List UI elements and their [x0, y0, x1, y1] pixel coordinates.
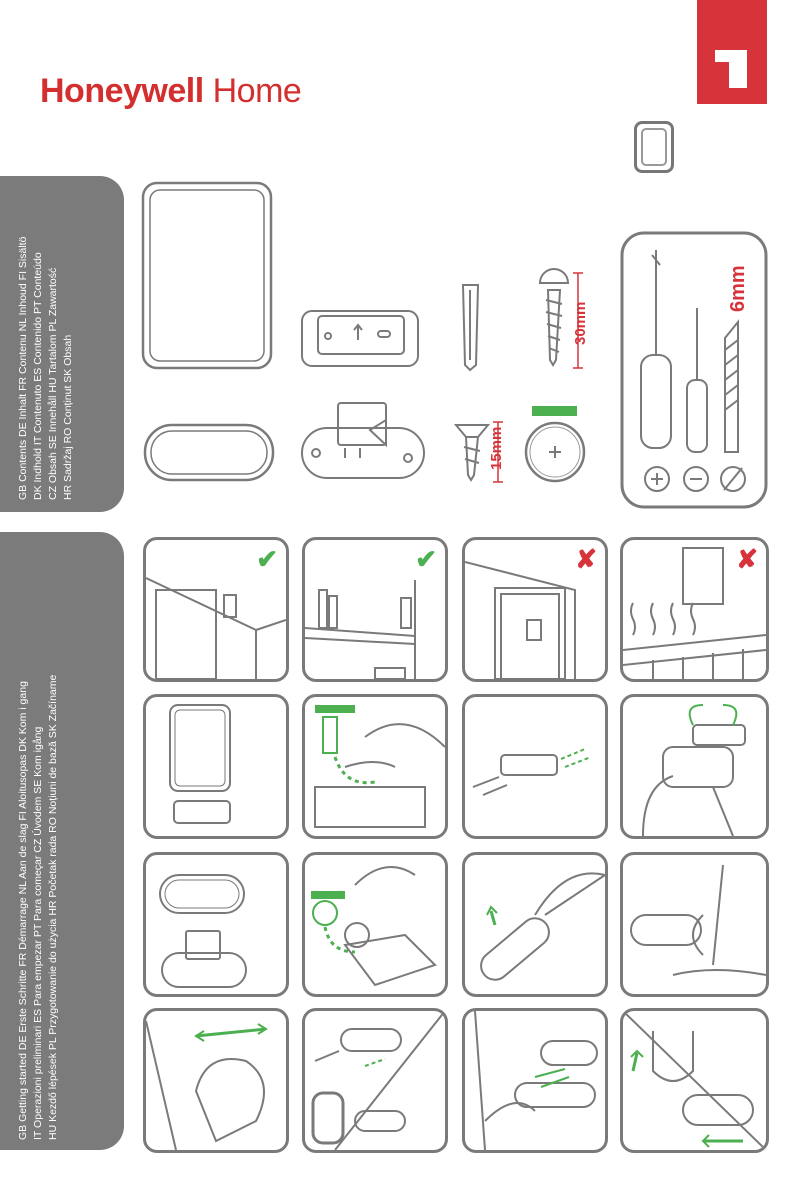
tool-type-symbols [644, 466, 746, 492]
wall-plug-icon [461, 284, 480, 372]
step-panel-10 [302, 852, 448, 997]
step-panel-14 [302, 1008, 448, 1153]
incorrect-mark-icon: ✘ [575, 544, 597, 574]
drill-bit-icon [724, 319, 739, 453]
contents-line-1: GB Contents DE Inhalt FR Contenu NL Inho… [17, 236, 29, 500]
contents-line-4: HR Sadržaj RO Conținut SK Obsah [62, 334, 74, 500]
step-panel-16 [620, 1008, 769, 1153]
step-panel-9 [143, 852, 289, 997]
step-panel-8 [620, 694, 769, 839]
long-screw-icon [538, 268, 570, 367]
step-panel-1: ✔ [143, 537, 289, 682]
step-panel-2: ✔ [302, 537, 448, 682]
magnet-bracket-icon [301, 402, 425, 479]
coin-battery-icon [524, 406, 586, 483]
step-panel-6 [302, 694, 448, 839]
step-panel-3: ✘ [462, 537, 608, 682]
contents-line-3: CZ Obsah SE Innehåll HU Tartalom PL Zawa… [47, 267, 59, 500]
short-screw-icon [453, 424, 491, 482]
corner-logo-mark [697, 0, 767, 104]
step-panel-7 [462, 694, 608, 839]
getting-started-line-1: GB Getting started DE Erste Schritte FR … [17, 681, 29, 1140]
phillips-screwdriver-icon [640, 250, 672, 449]
brand-name-bold: Honeywell [40, 72, 204, 110]
step-panel-5 [143, 694, 289, 839]
drill-size-label: 6mm [727, 265, 749, 312]
device-thumbnail-icon [634, 121, 674, 173]
step-panel-4: ✘ [620, 537, 769, 682]
long-screw-dimension: 30mm [572, 301, 589, 345]
mounting-bracket-icon [301, 310, 419, 367]
magnet-housing-icon [143, 423, 275, 482]
getting-started-tab-text: GB Getting started DE Erste Schritte FR … [16, 675, 61, 1140]
brand-name-light: Home [212, 72, 302, 110]
contents-line-2: DK Indhold IT Contenuto ES Contenido PT … [32, 252, 44, 500]
step-panel-11 [462, 852, 608, 997]
step-panel-15 [462, 1008, 608, 1153]
correct-mark-icon: ✔ [415, 544, 437, 574]
contents-tab-text: GB Contents DE Inhalt FR Contenu NL Inho… [16, 237, 76, 500]
flat-screwdriver-icon [686, 308, 708, 453]
step-panel-13 [143, 1008, 289, 1153]
brand-logo: Honeywell Home [40, 72, 302, 111]
contents-tab [0, 176, 124, 512]
step-panel-12 [620, 852, 769, 997]
getting-started-line-2: IT Operazioni preliminari ES Para empeza… [32, 726, 44, 1140]
correct-mark-icon: ✔ [256, 544, 278, 574]
incorrect-mark-icon: ✘ [736, 544, 758, 574]
getting-started-tab [0, 532, 124, 1150]
sensor-body-icon [141, 181, 273, 370]
getting-started-line-3: HU Kezdő lépések PL Przygotowanie do uży… [47, 674, 59, 1140]
short-screw-dimension: 15mm [488, 426, 505, 470]
